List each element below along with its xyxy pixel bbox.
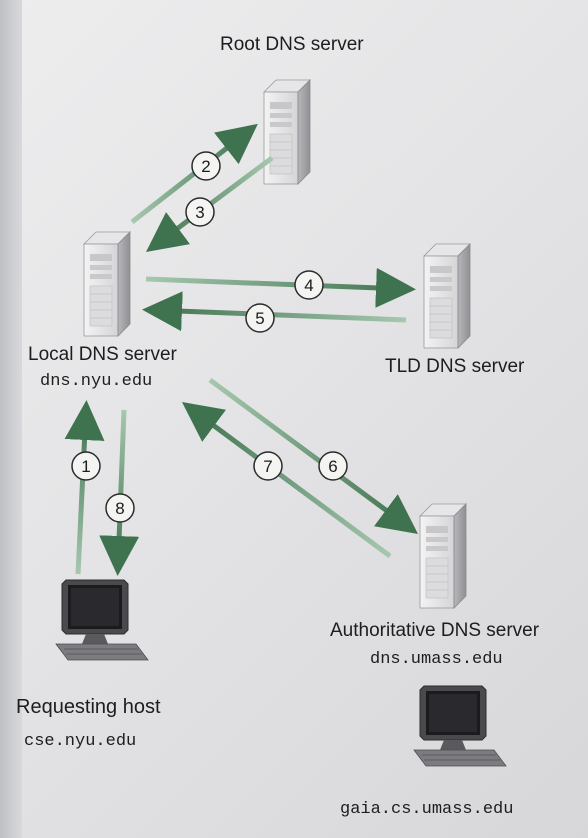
step-badge-2: 2 (191, 151, 221, 181)
step-badge-5: 5 (245, 303, 275, 333)
svg-text:5: 5 (255, 309, 264, 328)
arrow-step-5 (142, 291, 407, 332)
authoritative-server-hostname: dns.umass.edu (370, 650, 503, 669)
authoritative-server-icon (419, 503, 467, 609)
local-server-label: Local DNS server (28, 344, 177, 365)
local-server-icon (83, 231, 131, 337)
step-badge-4: 4 (294, 270, 324, 300)
step-badge-1: 1 (71, 451, 101, 481)
root-server-label: Root DNS server (220, 34, 364, 55)
arrow-step-8 (99, 409, 140, 576)
svg-text:8: 8 (115, 499, 124, 518)
svg-text:6: 6 (328, 457, 337, 476)
svg-text:7: 7 (263, 457, 272, 476)
arrow-step-3 (145, 155, 274, 252)
gaia-hostname: gaia.cs.umass.edu (340, 800, 514, 819)
tld-server-label: TLD DNS server (385, 356, 525, 377)
step-badge-3: 3 (185, 197, 215, 227)
authoritative-server-label: Authoritative DNS server (330, 620, 540, 641)
arrow-step-1 (64, 400, 105, 575)
arrow-step-7 (181, 402, 392, 559)
requesting-host-hostname: cse.nyu.edu (24, 732, 137, 751)
requesting-host-computer-icon (55, 579, 149, 661)
page-edge (0, 0, 22, 838)
gaia-host-computer-icon (413, 685, 507, 767)
tld-server-icon (423, 243, 471, 349)
arrow-step-2 (130, 123, 258, 224)
step-badge-6: 6 (318, 451, 348, 481)
requesting-host-label: Requesting host (16, 696, 161, 718)
svg-text:1: 1 (81, 457, 90, 476)
svg-text:3: 3 (195, 203, 204, 222)
local-server-hostname: dns.nyu.edu (40, 372, 153, 391)
svg-text:2: 2 (201, 157, 210, 176)
arrow-step-4 (145, 267, 416, 308)
svg-text:4: 4 (304, 276, 313, 295)
step-badge-7: 7 (253, 451, 283, 481)
arrow-step-6 (208, 377, 419, 534)
step-badge-8: 8 (105, 493, 135, 523)
root-server-icon (263, 79, 311, 185)
